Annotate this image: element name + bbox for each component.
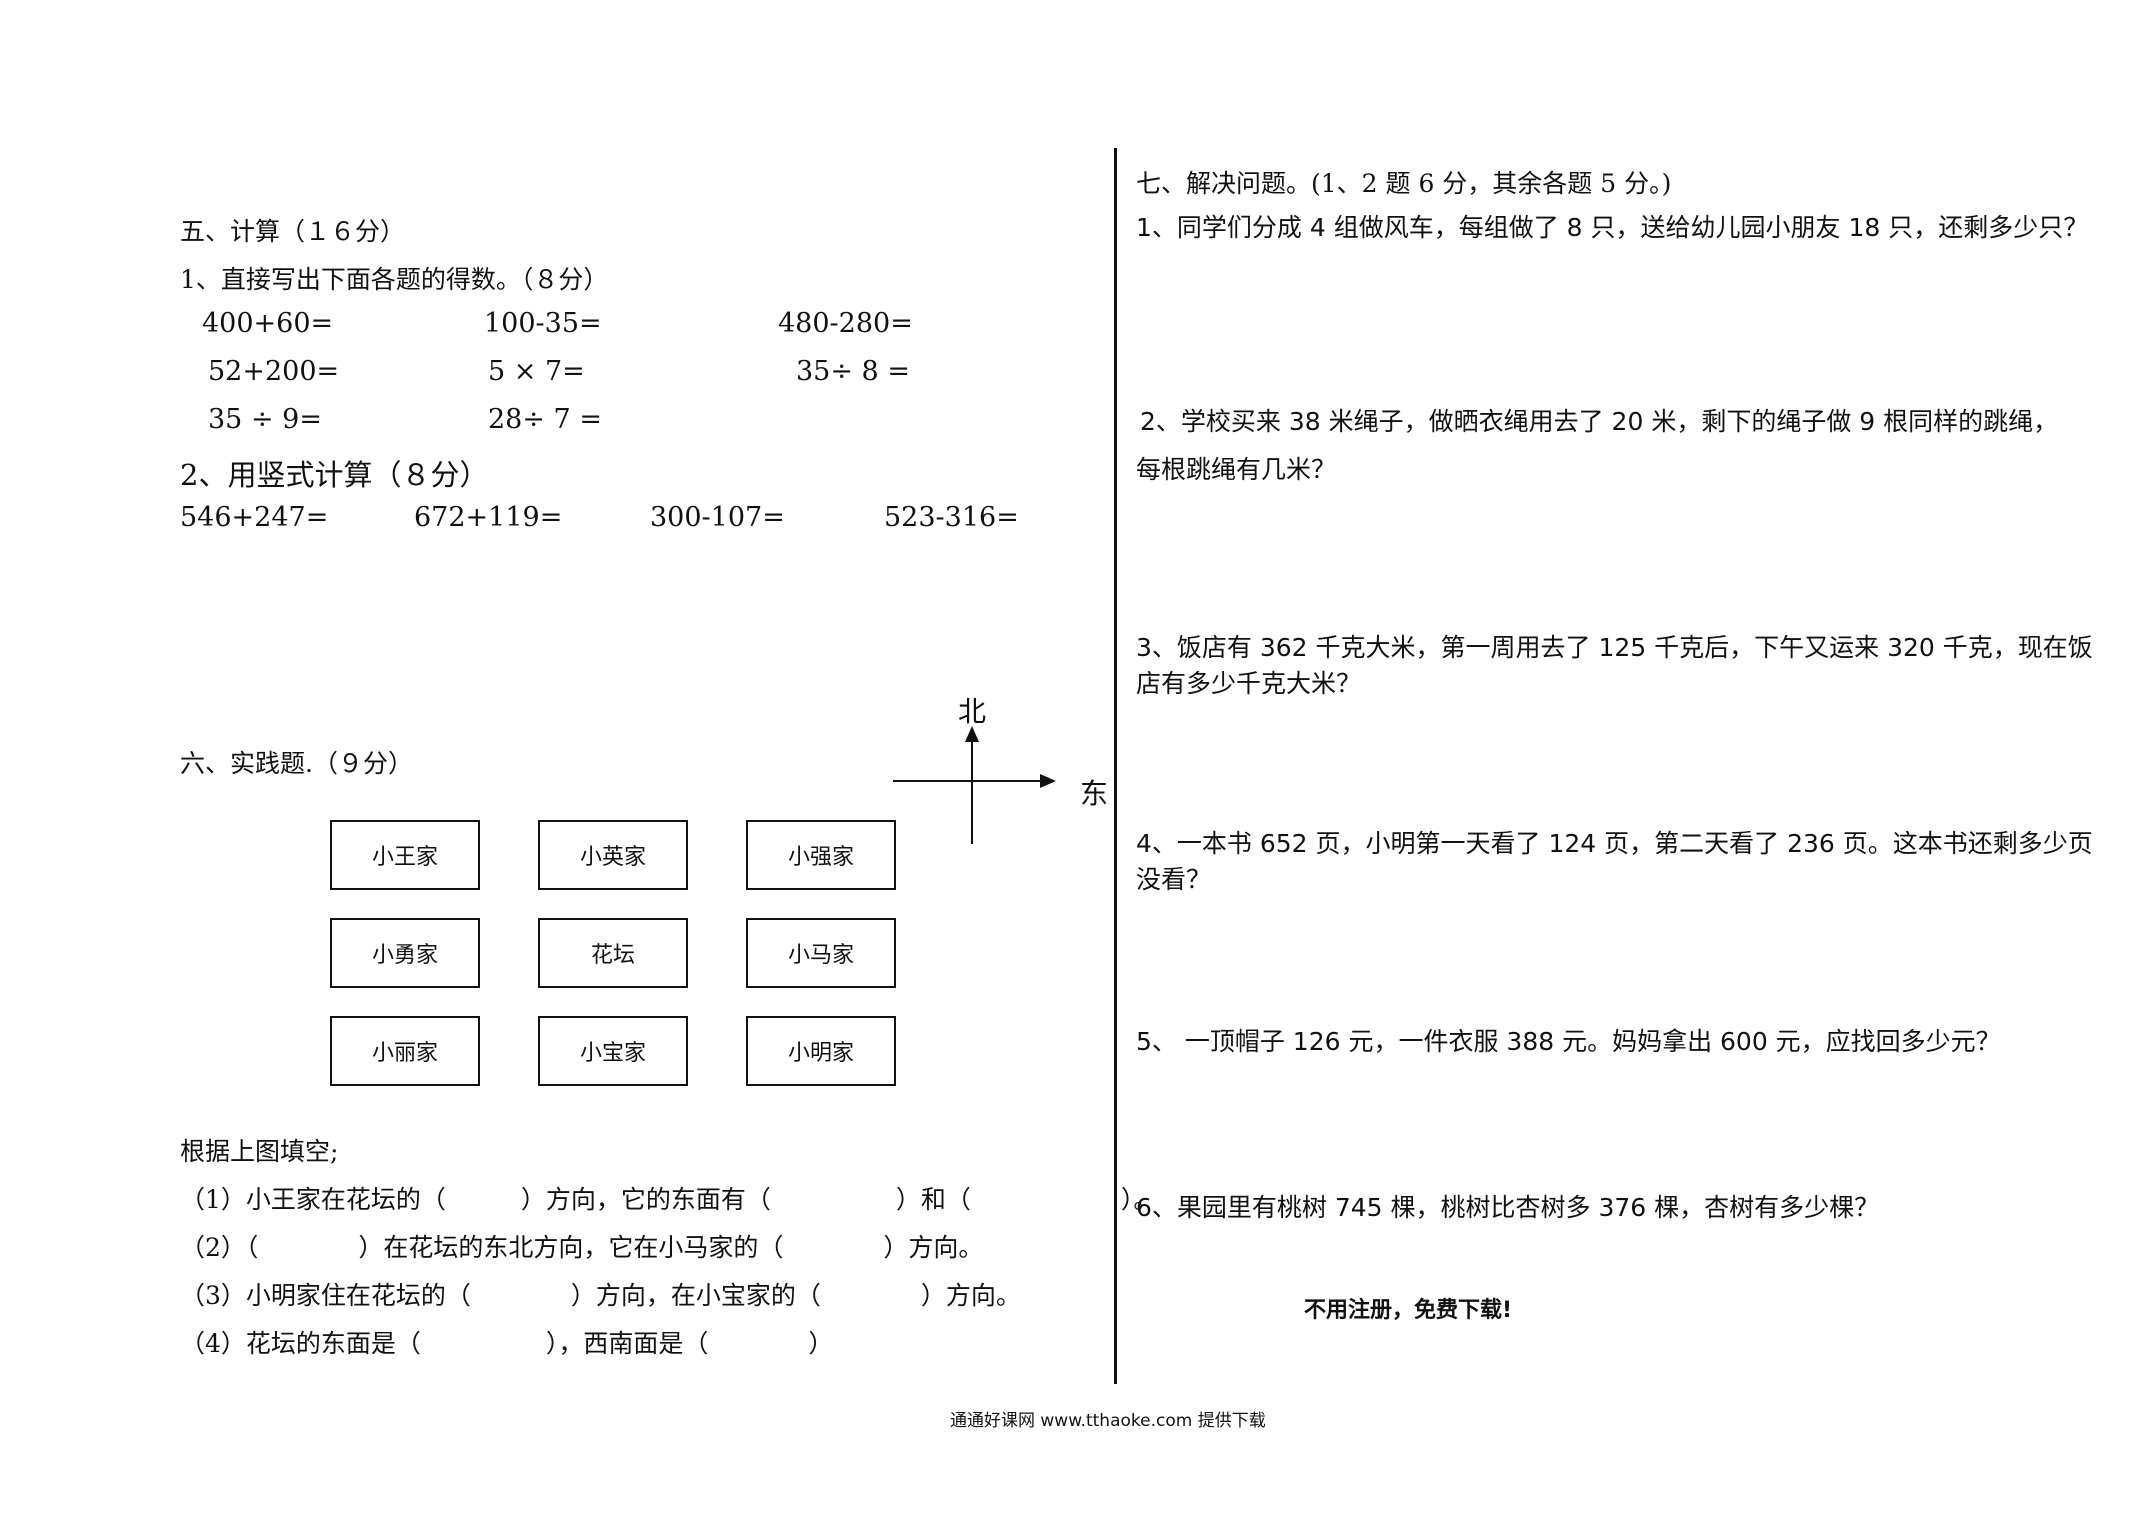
section-6-title: 六、实践题.（９分） [180,749,413,778]
word-problem: 5、 一顶帽子 126 元，一件衣服 388 元。妈妈拿出 600 元，应找回多… [1136,1024,2001,1060]
vertical-calc-item: 546+247= [180,502,329,533]
compass-horizontal-line [893,780,1041,782]
section-5-title: 五、计算（１６分） [180,217,406,246]
oral-calc-item: 35 ÷ 9= [208,404,322,435]
vertical-calc-item: 523-316= [884,502,1019,533]
word-problem-line: 3、饭店有 362 千克大米，第一周用去了 125 千克后，下午又运来 320 … [1136,633,2093,662]
word-problem-line: 店有多少千克大米？ [1136,669,1362,698]
compass-north-label: 北 [958,695,987,728]
fill-title: 根据上图填空; [180,1137,339,1166]
download-notice: 不用注册，免费下载! [1304,1298,1513,1323]
map-box: 花坛 [538,918,688,988]
fill-item: （4）花坛的东面是（ ），西南面是（ ） [180,1329,834,1358]
word-problem: 6、果园里有桃树 745 棵，桃树比杏树多 376 棵，杏树有多少棵？ [1136,1190,1879,1226]
map-box: 小马家 [746,918,896,988]
part-1-title: 1、直接写出下面各题的得数。（８分） [180,265,609,294]
vertical-calc-item: 300-107= [650,502,785,533]
map-box: 小丽家 [330,1016,480,1086]
map-box: 小宝家 [538,1016,688,1086]
section-7-title: 七、解决问题。(1、2 题 6 分，其余各题 5 分。) [1136,169,1672,198]
map-box: 小英家 [538,820,688,890]
map-box: 小王家 [330,820,480,890]
vertical-calc-item: 672+119= [414,502,563,533]
east-arrow-icon [1040,774,1056,788]
column-divider [1114,148,1117,1384]
word-problem-line: 4、一本书 652 页，小明第一天看了 124 页，第二天看了 236 页。这本… [1136,829,2093,858]
oral-calc-item: 28÷ 7 = [488,404,602,435]
oral-calc-item: 52+200= [208,356,340,387]
word-problem: 4、一本书 652 页，小明第一天看了 124 页，第二天看了 236 页。这本… [1136,826,2093,898]
word-problem-line: 1、同学们分成 4 组做风车，每组做了 8 只，送给幼儿园小朋友 18 只，还剩… [1136,213,2089,242]
compass-vertical-line [971,736,973,844]
fill-item: （3）小明家住在花坛的（ ）方向，在小宝家的（ ）方向。 [180,1281,1021,1310]
part-2-title: 2、用竖式计算（８分） [180,458,489,492]
word-problem-line: 每根跳绳有几米？ [1136,455,1337,484]
word-problem: 3、饭店有 362 千克大米，第一周用去了 125 千克后，下午又运来 320 … [1136,630,2093,702]
word-problem: 2、学校买来 38 米绳子，做晒衣绳用去了 20 米，剩下的绳子做 9 根同样的… [1136,404,2059,488]
oral-calc-item: 100-35= [484,308,602,339]
fill-item: （2）（ ）在花坛的东北方向，它在小马家的（ ）方向。 [180,1233,984,1262]
map-box: 小勇家 [330,918,480,988]
word-problem-line: 5、 一顶帽子 126 元，一件衣服 388 元。妈妈拿出 600 元，应找回多… [1136,1027,2001,1056]
word-problem-line: 2、学校买来 38 米绳子，做晒衣绳用去了 20 米，剩下的绳子做 9 根同样的… [1140,407,2059,436]
north-arrow-icon [965,726,979,742]
word-problem-line: 没看？ [1136,865,1212,894]
compass-east-label: 东 [1080,777,1109,810]
map-box: 小强家 [746,820,896,890]
oral-calc-item: 5 × 7= [488,356,585,387]
fill-item: （1）小王家在花坛的（ ）方向，它的东面有（ ）和（ ）。 [180,1185,1159,1214]
oral-calc-item: 480-280= [778,308,913,339]
word-problem: 1、同学们分成 4 组做风车，每组做了 8 只，送给幼儿园小朋友 18 只，还剩… [1136,210,2088,246]
map-box: 小明家 [746,1016,896,1086]
oral-calc-item: 35÷ 8 = [796,356,910,387]
word-problem-line: 6、果园里有桃树 745 棵，桃树比杏树多 376 棵，杏树有多少棵？ [1136,1193,1880,1222]
footer-credit: 通通好课网 www.tthaoke.com 提供下载 [950,1411,1266,1431]
oral-calc-item: 400+60= [202,308,334,339]
